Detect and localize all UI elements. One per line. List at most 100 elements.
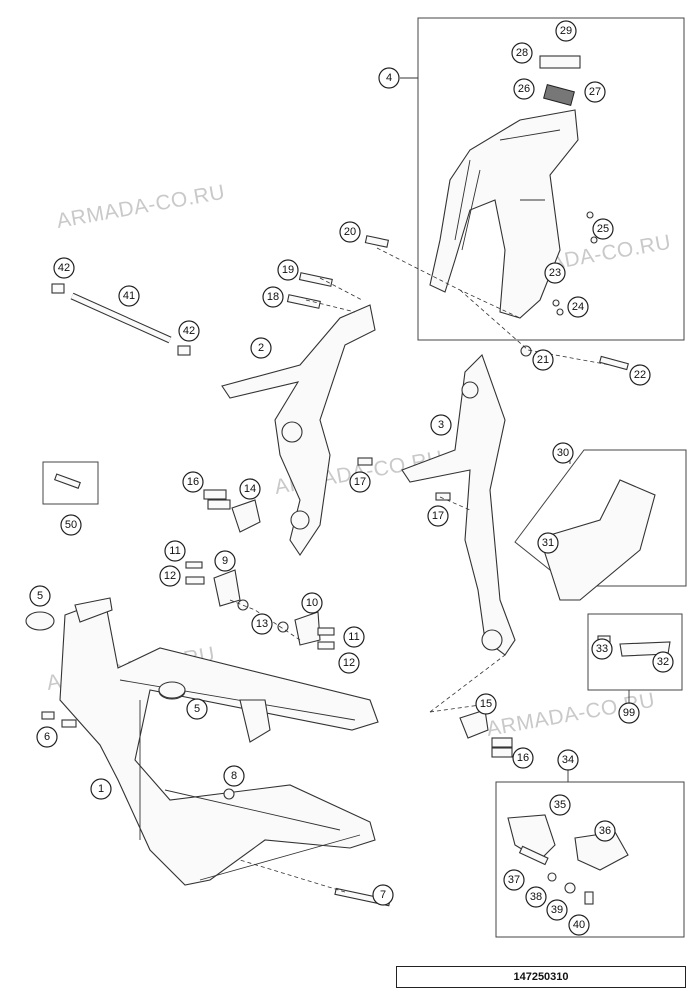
axle-shaft-part	[51, 283, 191, 356]
callout-17-left: 17	[349, 471, 371, 493]
callout-12-right: 12	[338, 652, 360, 674]
callout-26: 26	[513, 78, 535, 100]
svg-text:18: 18	[267, 291, 279, 303]
callout-13: 13	[251, 613, 273, 635]
callout-5-bottom: 5	[186, 698, 208, 720]
main-frame-part	[59, 597, 379, 886]
drawing-number: 147250310	[396, 966, 686, 988]
callout-37: 37	[503, 869, 525, 891]
callout-23: 23	[544, 262, 566, 284]
callout-11-right: 11	[343, 626, 365, 648]
svg-text:12: 12	[164, 570, 176, 582]
svg-text:32: 32	[657, 656, 669, 668]
svg-text:50: 50	[65, 519, 77, 531]
svg-text:11: 11	[348, 631, 359, 643]
svg-text:27: 27	[589, 86, 601, 98]
callout-27: 27	[584, 81, 606, 103]
callout-16-left: 16	[182, 471, 204, 493]
kit-99-box	[587, 613, 683, 691]
svg-text:36: 36	[599, 825, 611, 837]
callout-16-right: 16	[512, 747, 534, 769]
callout-6: 6	[36, 726, 58, 748]
svg-text:7: 7	[380, 889, 386, 901]
callout-40: 40	[568, 914, 590, 936]
callout-2: 2	[250, 337, 272, 359]
callout-10: 10	[301, 592, 323, 614]
svg-text:3: 3	[438, 419, 444, 431]
svg-text:8: 8	[231, 770, 237, 782]
svg-text:1: 1	[98, 783, 104, 795]
svg-text:42: 42	[58, 262, 70, 274]
svg-text:25: 25	[597, 223, 609, 235]
callout-34: 34	[557, 749, 579, 771]
svg-text:41: 41	[123, 290, 135, 302]
callout-5-top: 5	[29, 585, 51, 607]
callout-33: 33	[591, 638, 613, 660]
callout-29: 29	[555, 20, 577, 42]
svg-text:40: 40	[573, 919, 585, 931]
callout-36: 36	[594, 820, 616, 842]
svg-text:22: 22	[634, 369, 646, 381]
callout-3: 3	[430, 414, 452, 436]
callout-42-bottom: 42	[178, 320, 200, 342]
kit-50-box	[42, 461, 99, 505]
svg-text:35: 35	[554, 799, 566, 811]
callout-7: 7	[372, 884, 394, 906]
svg-text:23: 23	[549, 267, 561, 279]
svg-text:12: 12	[343, 657, 355, 669]
footpeg-parts	[507, 814, 629, 905]
svg-text:33: 33	[596, 643, 608, 655]
svg-text:16: 16	[517, 752, 529, 764]
svg-text:30: 30	[557, 447, 569, 459]
svg-text:17: 17	[432, 510, 444, 522]
callout-11-left: 11	[164, 540, 186, 562]
callout-41: 41	[118, 285, 140, 307]
callout-24: 24	[567, 296, 589, 318]
svg-text:10: 10	[306, 597, 318, 609]
svg-text:16: 16	[187, 476, 199, 488]
callout-4: 4	[378, 67, 400, 89]
svg-text:34: 34	[562, 754, 574, 766]
callout-18: 18	[262, 286, 284, 308]
callout-20: 20	[339, 221, 361, 243]
subframe-group-box	[417, 17, 685, 341]
leader-lines	[229, 247, 630, 893]
svg-text:20: 20	[344, 226, 356, 238]
callout-25: 25	[592, 218, 614, 240]
callout-14: 14	[239, 478, 261, 500]
subframe-part	[429, 55, 581, 319]
svg-text:14: 14	[244, 483, 256, 495]
svg-text:42: 42	[183, 325, 195, 337]
svg-text:4: 4	[386, 72, 392, 84]
hardware-parts	[25, 211, 671, 907]
callout-22: 22	[629, 364, 651, 386]
callout-1: 1	[90, 778, 112, 800]
svg-text:99: 99	[623, 707, 635, 719]
watermark: ARMADA-CO.RU	[55, 181, 227, 233]
callout-28: 28	[511, 42, 533, 64]
callout-50: 50	[60, 514, 82, 536]
svg-text:9: 9	[222, 555, 228, 567]
svg-text:39: 39	[551, 904, 563, 916]
svg-text:24: 24	[572, 301, 584, 313]
callout-42-top: 42	[53, 257, 75, 279]
callout-17-right: 17	[427, 505, 449, 527]
svg-text:15: 15	[480, 698, 492, 710]
callout-38: 38	[525, 886, 547, 908]
svg-text:29: 29	[560, 25, 572, 37]
callout-8: 8	[223, 765, 245, 787]
svg-text:28: 28	[516, 47, 528, 59]
svg-text:26: 26	[518, 83, 530, 95]
svg-text:11: 11	[169, 545, 180, 557]
svg-text:17: 17	[354, 476, 366, 488]
callout-15: 15	[475, 693, 497, 715]
svg-text:19: 19	[282, 264, 294, 276]
callout-31: 31	[537, 532, 559, 554]
svg-text:38: 38	[530, 891, 542, 903]
callout-99: 99	[618, 702, 640, 724]
frame-side-plate-2	[221, 304, 376, 556]
callout-35: 35	[549, 794, 571, 816]
callout-21: 21	[532, 349, 554, 371]
frame-side-plate-3	[401, 353, 516, 656]
